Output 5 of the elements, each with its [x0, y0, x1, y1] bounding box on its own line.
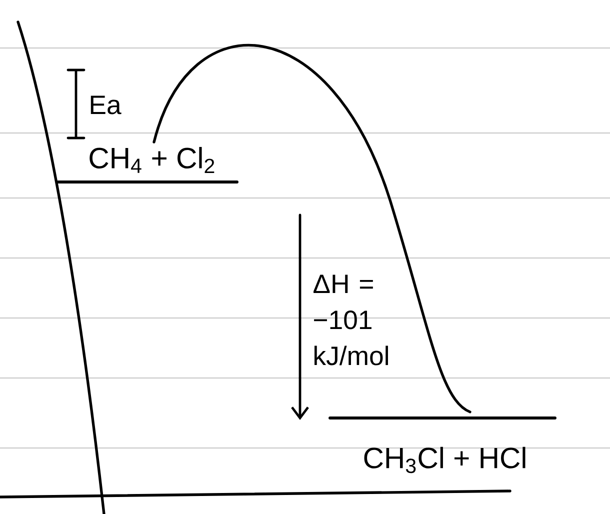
enthalpy-label: ΔH = −101 kJ/mol — [314, 274, 388, 366]
energy-level: CH$_{4}$ + Cl$_{2}$ — [56, 146, 238, 184]
energy-curve — [152, 44, 472, 414]
energy-level: CH$_{3}$Cl + HCl — [328, 416, 556, 474]
energy-label: Ea — [90, 96, 122, 114]
